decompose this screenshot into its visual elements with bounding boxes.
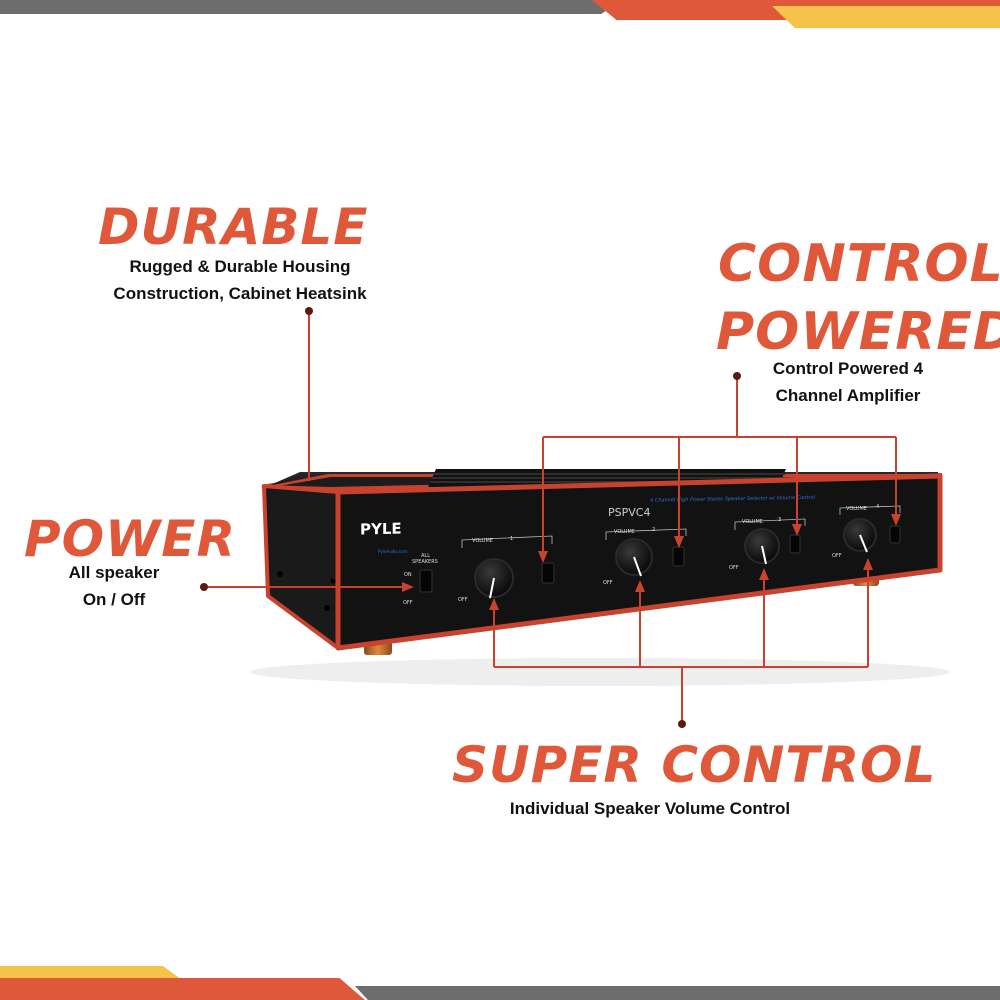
ab-switch-1[interactable] [541,562,555,584]
volume-label-2: VOLUME [614,529,635,535]
model-description: 4 Channel High Power Stereo Speaker Sele… [650,495,816,504]
side-screw-1 [277,571,283,577]
all-speakers-switch[interactable] [419,569,433,593]
power-callout-dot [200,583,208,591]
off-label-4: OFF [832,553,842,559]
super-arrow-3 [759,568,769,580]
super-arrow-4 [863,558,873,570]
cabinet-side [262,484,340,650]
channel-number-1: 1 [510,536,513,542]
channel-number-3: 3 [778,517,781,523]
ab-switch-4[interactable] [889,525,901,544]
side-screw-3 [330,578,336,584]
model-number: PSPVC4 [608,506,650,519]
durable-title: DURABLE [98,198,369,256]
device-shadow [250,658,950,686]
volume-knob-2-indicator [633,556,642,577]
control-title-line-1: CONTROL [718,234,1000,294]
switch-off-label: OFF [403,600,413,606]
channel-1-controls: VOLUME 1 OFF [458,535,555,603]
control-callout-dot [733,372,741,380]
durable-line-2: Construction, Cabinet Heatsink [113,284,367,303]
power-line-1: All speaker [68,563,160,582]
volume-knob-4-indicator [859,534,868,553]
volume-bracket-1 [461,535,553,548]
super-control-title: SUPER CONTROL [452,736,937,794]
control-line-2: Channel Amplifier [775,386,921,405]
power-line-2: On / Off [82,590,146,609]
power-callout-arrow [402,582,414,592]
ab-switch-3[interactable] [789,534,801,554]
power-title: POWER [24,510,236,568]
control-arrow-3 [792,524,802,536]
control-description: Control Powered 4 Channel Amplifier [728,355,968,409]
volume-knob-1-indicator [489,577,495,599]
off-label-3: OFF [729,565,739,571]
off-label-2: OFF [603,580,613,586]
super-arrow-2 [635,580,645,592]
control-arrow-2 [674,536,684,548]
brand-logo: PYLE [360,519,402,538]
control-arrow-4 [891,514,901,526]
channel-number-2: 2 [652,527,655,533]
control-title-line-2: POWERED [716,302,1000,362]
volume-label-4: VOLUME [846,506,867,512]
control-line-1: Control Powered 4 [772,359,924,378]
volume-bracket-4 [839,505,901,515]
super-control-line-1: Individual Speaker Volume Control [509,799,791,818]
side-screw-2 [324,605,330,611]
durable-description: Rugged & Durable Housing Construction, C… [40,253,440,307]
durable-callout-dot [305,307,313,315]
super-control-callout-lines [493,568,869,724]
top-yellow-stripe [772,6,1000,28]
control-callout-lines [542,376,897,553]
volume-knob-3-indicator [761,545,767,565]
ab-switch-2[interactable] [672,546,685,567]
channel-4-controls: VOLUME 4 OFF [832,504,901,559]
bottom-orange-stripe [0,978,365,1000]
volume-bracket-3 [734,518,806,530]
all-speakers-label-2: SPEAKERS [412,559,438,565]
super-arrow-1 [489,598,499,610]
super-control-description: Individual Speaker Volume Control [430,795,870,822]
brand-website: PyleAudio.com [378,549,408,554]
switch-on-label: ON [404,572,412,578]
durable-line-1: Rugged & Durable Housing [129,257,351,276]
channel-2-controls: VOLUME 2 OFF [603,527,687,586]
volume-label-3: VOLUME [742,519,763,525]
all-speakers-label-1: ALL [421,553,430,559]
bottom-grey-stripe [355,986,1000,1000]
off-label-1: OFF [458,597,468,603]
channel-number-4: 4 [876,504,879,510]
channel-3-controls: VOLUME 3 OFF [729,517,806,571]
power-description: All speaker On / Off [44,559,184,613]
control-arrow-1 [538,551,548,563]
super-control-callout-dot [678,720,686,728]
top-grey-stripe [0,0,620,14]
volume-bracket-2 [605,528,687,540]
cabinet-top-surface [268,472,938,486]
volume-label-1: VOLUME [472,538,493,544]
